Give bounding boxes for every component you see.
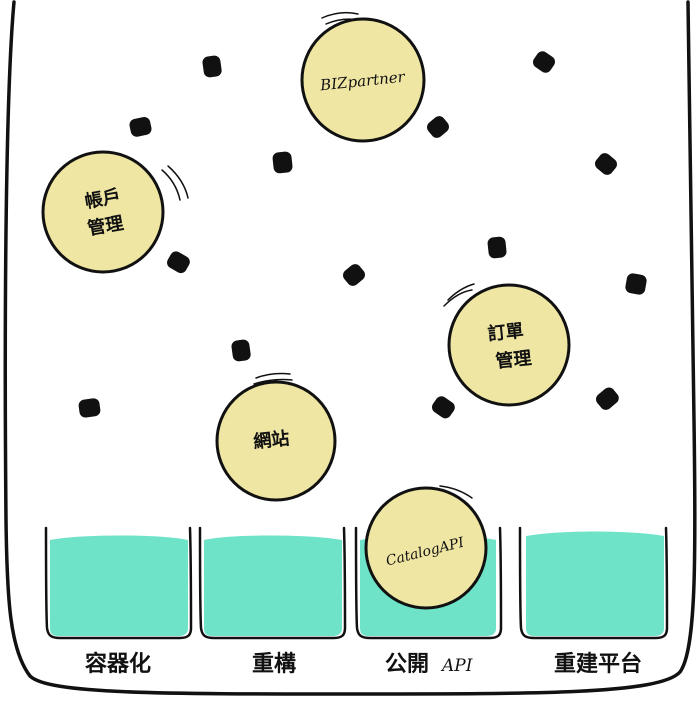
bin-label-replatform: 重建平台	[554, 651, 642, 677]
ball-account-mgmt: 帳戶 管理	[41, 150, 189, 274]
stone	[487, 236, 507, 259]
stone	[202, 55, 222, 78]
stone	[129, 117, 152, 137]
stone	[231, 339, 251, 362]
stone	[595, 153, 617, 175]
ball-website: 網站	[215, 372, 337, 502]
ball-bizpartner: BIZpartner	[300, 11, 426, 143]
stone	[343, 264, 365, 286]
bin-label-refactor: 重構	[252, 651, 296, 677]
bin-label-public-api-main: 公開	[385, 652, 429, 677]
bin-containerize	[44, 526, 193, 640]
stone	[272, 151, 293, 174]
stone	[596, 387, 619, 410]
stone-group	[78, 51, 647, 419]
bin-label-containerize: 容器化	[85, 651, 151, 677]
bin-replatform	[518, 526, 669, 640]
ball-catalog-api: CatalogAPI	[364, 485, 488, 610]
ball-label-order-mgmt-1: 訂單	[487, 319, 525, 345]
stone	[167, 251, 190, 274]
ball-label-order-mgmt-2: 管理	[495, 347, 533, 373]
stone	[533, 51, 555, 73]
bin-refactor	[198, 526, 347, 640]
container-outline	[3, 0, 697, 696]
bin-label-public-api: 公開 API	[385, 652, 473, 677]
ball-order-mgmt: 訂單 管理	[443, 283, 571, 407]
bins-group	[44, 526, 669, 640]
stone	[432, 396, 455, 419]
stone	[625, 273, 647, 295]
stone	[427, 116, 449, 138]
bin-label-public-api-suffix: API	[440, 656, 473, 676]
ball-label-website: 網站	[252, 427, 290, 453]
stone	[78, 398, 101, 418]
